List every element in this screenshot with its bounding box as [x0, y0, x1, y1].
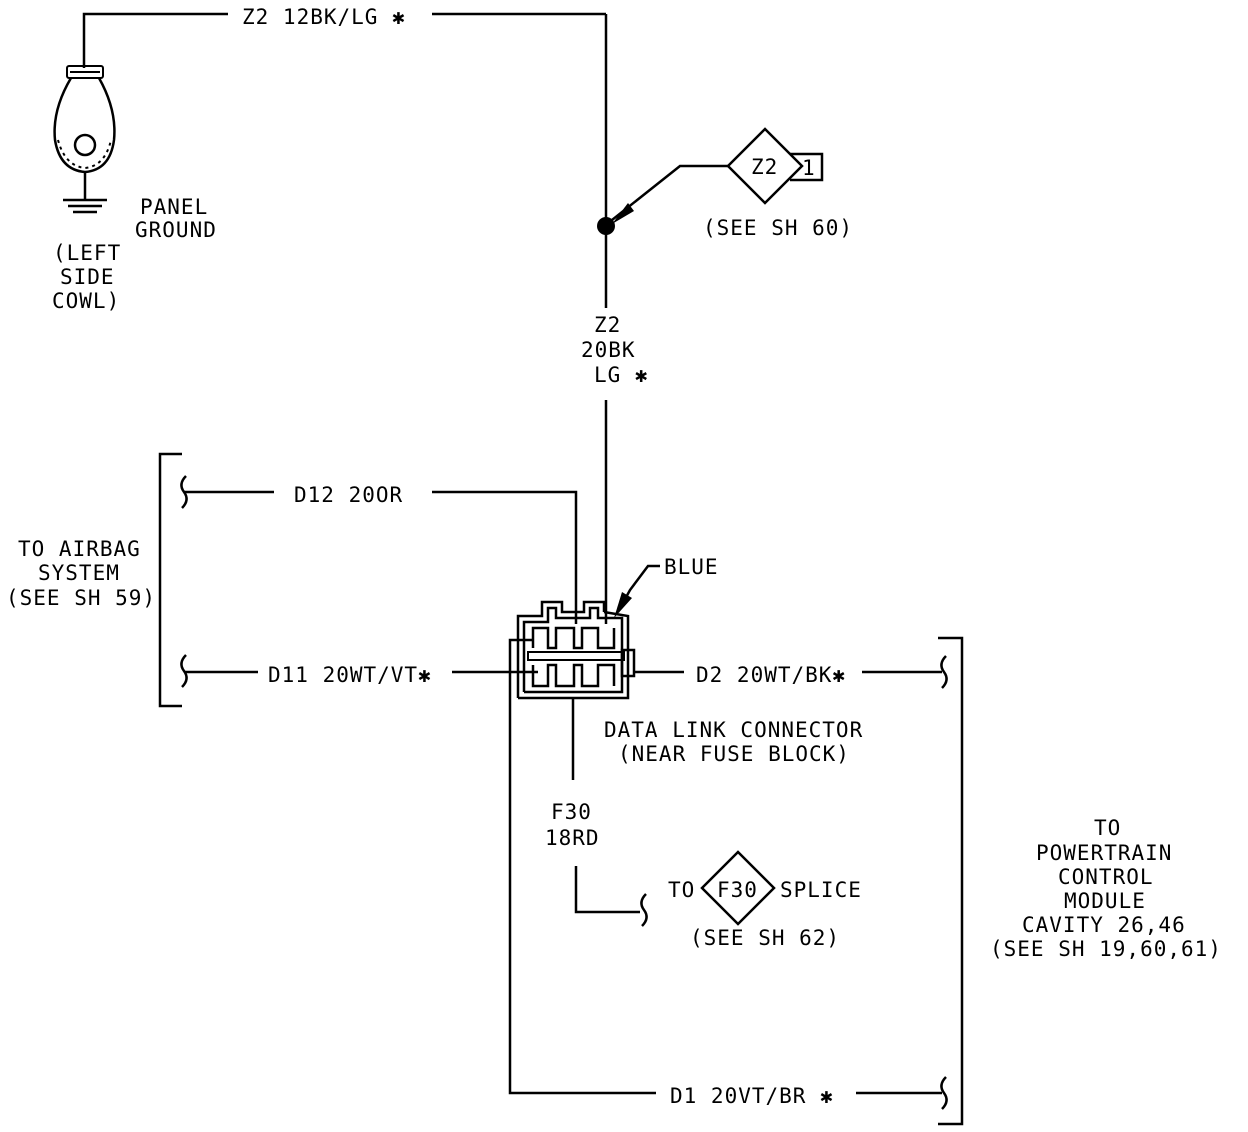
d2-label: D2 20WT/BK✱ [696, 663, 846, 687]
splice-z2-ref: (SEE SH 60) [703, 216, 853, 240]
pcm-label-1: TO [1094, 816, 1121, 840]
wire-d12 [184, 490, 578, 624]
splice-z2-label: Z2 [751, 155, 778, 179]
ground-label-1: PANEL [140, 195, 208, 219]
splice-f30-label: F30 [717, 878, 758, 902]
pcm-label-2: POWERTRAIN [1036, 841, 1172, 865]
ground-location-3: COWL) [52, 289, 120, 313]
splice-f30-prefix: TO [668, 878, 695, 902]
ground-label-2: GROUND [135, 218, 217, 242]
f30-gauge-label: 18RD [545, 826, 600, 850]
airbag-bracket [158, 452, 188, 708]
splice-z2-index: 1 [802, 156, 816, 180]
connector-color-label: BLUE [664, 555, 719, 579]
airbag-label-3: (SEE SH 59) [6, 586, 156, 610]
panel-ground-lamp-icon [53, 65, 116, 214]
z2-circuit-label: Z2 [594, 313, 621, 337]
z2-tracer-label: LG ✱ [594, 363, 649, 387]
ground-location-2: SIDE [60, 265, 115, 289]
splice-f30-suffix: SPLICE [780, 878, 862, 902]
wire-d1 [508, 638, 948, 1110]
wire-d2 [634, 655, 948, 689]
connector-name-1: DATA LINK CONNECTOR [604, 718, 863, 742]
pcm-label-4: MODULE [1064, 889, 1146, 913]
ground-location-1: (LEFT [53, 241, 121, 265]
wire-z2-12bk: Z2 12BK/LG ✱ [82, 5, 608, 226]
pcm-label-3: CONTROL [1058, 865, 1154, 889]
wire-f30-lower [574, 866, 648, 927]
splice-z2-diamond-icon [726, 127, 824, 205]
pcm-bracket [938, 636, 964, 1126]
airbag-label-2: SYSTEM [38, 561, 120, 585]
connector-name-2: (NEAR FUSE BLOCK) [618, 742, 850, 766]
splice-f30-diamond-icon [700, 850, 776, 926]
splice-f30-ref: (SEE SH 62) [690, 926, 840, 950]
d11-label: D11 20WT/VT✱ [268, 663, 432, 687]
airbag-label-1: TO AIRBAG [18, 537, 141, 561]
top-wire-label: Z2 12BK/LG ✱ [242, 5, 406, 29]
d1-label: D1 20VT/BR ✱ [670, 1084, 834, 1108]
pcm-label-6: (SEE SH 19,60,61) [990, 937, 1222, 961]
connector-arrow-icon [614, 592, 632, 618]
z2-gauge-label: 20BK [581, 338, 636, 362]
d12-label: D12 20OR [294, 483, 403, 507]
f30-circuit-label: F30 [551, 800, 592, 824]
pcm-label-5: CAVITY 26,46 [1022, 913, 1186, 937]
